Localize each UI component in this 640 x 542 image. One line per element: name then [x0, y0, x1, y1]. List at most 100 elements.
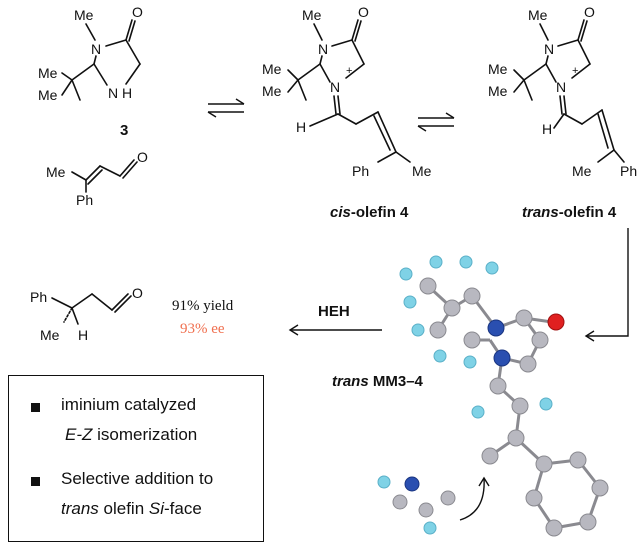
item2-line1: Selective addition to	[61, 469, 214, 488]
item2-line2: trans olefin Si-face	[61, 496, 202, 521]
h-atom	[471, 405, 485, 419]
c-atom	[429, 321, 447, 339]
n-atom	[487, 319, 505, 337]
cis-nme-label: Me	[302, 7, 322, 23]
cis-olefin-label-rest: -olefin 4	[351, 204, 409, 221]
model-label-em: trans	[332, 373, 369, 390]
product-ph-label: Ph	[30, 289, 47, 305]
c-atom	[507, 429, 525, 447]
cis-ph-label: Ph	[352, 163, 369, 179]
aldehyde-me-label: Me	[46, 164, 66, 180]
c-atom	[418, 502, 434, 518]
h-atom	[411, 323, 425, 337]
c-atom	[419, 277, 437, 295]
c-atom	[535, 455, 553, 473]
compound-3-label: 3	[120, 122, 128, 139]
trans-o-label: O	[584, 4, 595, 20]
h-atom	[429, 255, 443, 269]
cis-h-label: H	[296, 119, 306, 135]
item2-line2-mid: olefin	[98, 499, 149, 518]
model-label: trans MM3–4	[332, 373, 424, 390]
aldehyde-ph-label: Ph	[76, 192, 93, 208]
tbu-me1-label: Me	[38, 65, 58, 81]
product-h-label: H	[78, 327, 88, 343]
c-atom	[443, 299, 461, 317]
trans-h-label: H	[542, 121, 552, 137]
mm3-model	[377, 255, 609, 537]
c-atom	[519, 355, 537, 373]
c-atom	[591, 479, 609, 497]
c-atom	[525, 489, 543, 507]
model-label-rest: MM3–4	[369, 373, 424, 390]
c-atom	[515, 309, 533, 327]
h-atom	[377, 475, 391, 489]
yield-text: 91% yield	[172, 298, 234, 314]
c-atom	[531, 331, 549, 349]
h-atom	[433, 349, 447, 363]
item1-line2-em: E-Z	[65, 425, 93, 444]
item1-line2-rest: isomerization	[92, 425, 198, 444]
o-atom	[547, 313, 565, 331]
aldehyde-structure: Me O Ph	[46, 149, 148, 208]
trans-n2-label: N	[556, 79, 566, 95]
trans-nme-label: Me	[528, 7, 548, 23]
h-atom	[403, 295, 417, 309]
heh-reaction-arrow: HEH	[288, 303, 382, 336]
h-atom	[423, 521, 437, 535]
cis-plus-label: +	[346, 65, 352, 77]
c-atom	[545, 519, 563, 537]
cis-o-label: O	[358, 4, 369, 20]
aldehyde-o-label: O	[137, 149, 148, 165]
product-me-label: Me	[40, 327, 60, 343]
reagent-label: HEH	[318, 303, 350, 320]
trans-plus-label: +	[572, 65, 578, 77]
nh-h-label: H	[122, 85, 132, 101]
h-atom	[485, 261, 499, 275]
c-atom	[463, 287, 481, 305]
c-atom	[511, 397, 529, 415]
c-atom	[579, 513, 597, 531]
c-atom	[569, 451, 587, 469]
cis-n1-label: N	[318, 41, 328, 57]
summary-box: iminium catalyzed E-Z isomerization Sele…	[8, 375, 264, 542]
trans-olefin-label-rest: -olefin 4	[559, 204, 617, 221]
trans-me3-label: Me	[572, 163, 592, 179]
c-atom	[481, 447, 499, 465]
h-atom	[399, 267, 413, 281]
tbu-me2-label: Me	[38, 87, 58, 103]
cis-tbu-me1-label: Me	[262, 61, 282, 77]
cis-olefin-label: cis-olefin 4	[330, 204, 409, 221]
carbonyl-o-label: O	[132, 4, 143, 20]
trans-olefin-label: trans-olefin 4	[522, 204, 617, 221]
hydrogen-atoms	[377, 255, 553, 535]
trans-ph-label: Ph	[620, 163, 637, 179]
item2-line2-em1: trans	[61, 499, 99, 518]
item2-line2-em2: Si	[148, 499, 165, 518]
cis-olefin-4-structure: Me N O + N Me Me H Ph Me cis-olefin 4	[262, 4, 432, 221]
n-atom	[493, 349, 511, 367]
bent-arrow-to-model	[584, 228, 629, 342]
cis-n2-label: N	[330, 79, 340, 95]
trans-olefin-4-structure: Me N O + N Me Me H Me Ph trans-olefin 4	[488, 4, 637, 221]
carbon-atoms	[392, 277, 609, 537]
compound-3-structure: Me N O N H Me Me 3	[38, 4, 143, 139]
ee-text: 93% ee	[180, 321, 225, 337]
cis-olefin-label-em: cis	[330, 204, 351, 221]
item2-line2-rest: -face	[164, 499, 202, 518]
n-methyl-label: Me	[74, 7, 94, 23]
n-label: N	[91, 41, 101, 57]
cis-tbu-me2-label: Me	[262, 83, 282, 99]
trans-tbu-me1-label: Me	[488, 61, 508, 77]
product-structure: Ph O Me H	[30, 285, 143, 343]
item1-line1: iminium catalyzed	[61, 395, 197, 414]
product-o-label: O	[132, 285, 143, 301]
trans-olefin-label-em: trans	[522, 204, 559, 221]
n-atom	[404, 476, 420, 492]
c-atom	[489, 377, 507, 395]
nh-n-label: N	[108, 85, 118, 101]
item1-line2: E-Z isomerization	[65, 422, 197, 447]
cis-me3-label: Me	[412, 163, 432, 179]
c-atom	[463, 331, 481, 349]
c-atom	[392, 494, 408, 510]
